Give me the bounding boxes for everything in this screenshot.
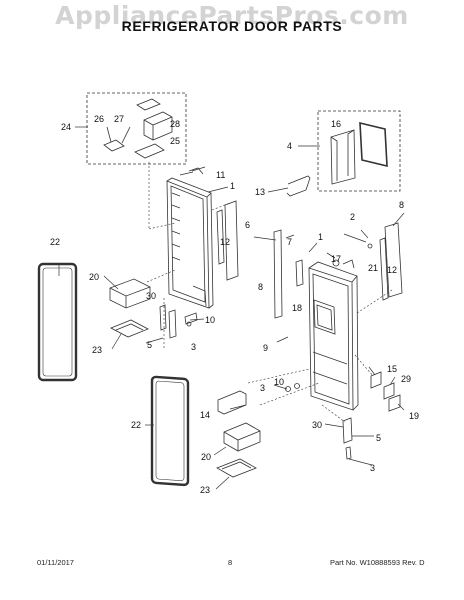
callout-22-lower: 22 <box>131 420 141 430</box>
callout-15: 15 <box>387 364 397 374</box>
callout-23-upper: 23 <box>92 345 102 355</box>
right-door-bin-tray <box>216 458 257 478</box>
ice-bin-assembly-group <box>86 92 187 165</box>
callout-12-right: 12 <box>387 265 397 275</box>
footer-date: 01/11/2017 <box>37 558 74 567</box>
callout-10-lower: 10 <box>274 377 284 387</box>
callout-28: 28 <box>170 119 180 129</box>
callout-21: 21 <box>368 263 378 273</box>
left-door-bin <box>109 278 151 309</box>
callout-8-right: 8 <box>399 200 404 210</box>
callout-6: 6 <box>245 220 250 230</box>
callout-26: 26 <box>94 114 104 124</box>
callout-17: 17 <box>331 254 341 264</box>
callout-9: 9 <box>263 343 268 353</box>
right-door-gasket <box>150 375 190 487</box>
callout-3-lower: 3 <box>370 463 375 473</box>
callout-2: 2 <box>350 212 355 222</box>
callout-24: 24 <box>61 122 71 132</box>
page-title: REFRIGERATOR DOOR PARTS <box>121 18 343 34</box>
left-door-bin-tray <box>110 319 149 338</box>
callout-13: 13 <box>255 187 265 197</box>
callout-27: 27 <box>114 114 124 124</box>
footer-page-number: 8 <box>228 558 233 567</box>
callout-leaders <box>58 126 405 490</box>
callout-3-upper: 3 <box>191 342 196 352</box>
callout-1-left: 1 <box>230 181 235 191</box>
dispenser-panel-group <box>286 110 401 197</box>
left-door-outline <box>166 167 214 309</box>
callout-8-left: 8 <box>258 282 263 292</box>
callout-7: 7 <box>287 237 292 247</box>
callout-labels: 24 26 27 28 25 16 4 13 11 1 12 6 7 8 1 2… <box>50 114 419 495</box>
leader-lines <box>146 162 393 423</box>
footer-part-number: Part No. W10888593 Rev. D <box>330 558 425 567</box>
callout-30-lower: 30 <box>312 420 322 430</box>
callout-4: 4 <box>287 141 292 151</box>
left-door-gasket <box>37 262 78 382</box>
callout-5-upper: 5 <box>147 340 152 350</box>
callout-23-lower: 23 <box>200 485 210 495</box>
right-door-bin <box>223 422 261 452</box>
left-door-gasket-inner <box>42 267 73 377</box>
callout-30-upper: 30 <box>146 291 156 301</box>
callout-1-right: 1 <box>318 232 323 242</box>
callout-29: 29 <box>401 374 411 384</box>
callout-25: 25 <box>170 136 180 146</box>
callout-3-mid: 3 <box>260 383 265 393</box>
callout-20-upper: 20 <box>89 272 99 282</box>
callout-22-upper: 22 <box>50 237 60 247</box>
callout-19: 19 <box>409 411 419 421</box>
callout-18: 18 <box>292 303 302 313</box>
callout-10-upper: 10 <box>205 315 215 325</box>
callout-20-lower: 20 <box>201 452 211 462</box>
watermark: AppliancePartsPros.com <box>55 1 409 30</box>
callout-16: 16 <box>331 119 341 129</box>
callout-5-lower: 5 <box>376 433 381 443</box>
callout-12-left: 12 <box>220 237 230 247</box>
callout-11: 11 <box>216 170 225 180</box>
right-door-outline <box>308 252 359 411</box>
callout-14: 14 <box>200 410 210 420</box>
